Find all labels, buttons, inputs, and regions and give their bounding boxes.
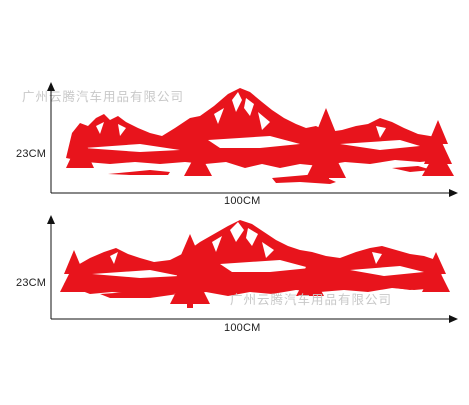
height-axis-arrow-top [47,82,55,91]
width-axis-arrow-top [449,189,458,197]
decal-panel-top: 23CM 100CM [0,78,469,213]
watermark-text-top: 广州云腾汽车用品有限公司 [22,89,185,104]
pine-trees-top [66,108,454,182]
width-axis-arrow-bottom [449,315,458,323]
mountain-silhouette-top [66,88,444,184]
height-label-top: 23CM [16,148,47,160]
decal-panel-bottom: 23CM 100CM [0,212,469,342]
width-label-top: 100CM [224,195,261,207]
height-axis-arrow-bottom [47,215,55,224]
width-label-bottom: 100CM [224,322,261,334]
decal-top-artwork [47,82,458,197]
pine-trees-bottom [60,234,450,308]
height-label-bottom: 23CM [16,277,47,289]
watermark-text-bottom: 广州云腾汽车用品有限公司 [230,292,393,307]
decal-bottom-artwork [47,215,458,323]
snow-lines-bottom [92,222,424,278]
snow-lines-top [84,92,420,152]
